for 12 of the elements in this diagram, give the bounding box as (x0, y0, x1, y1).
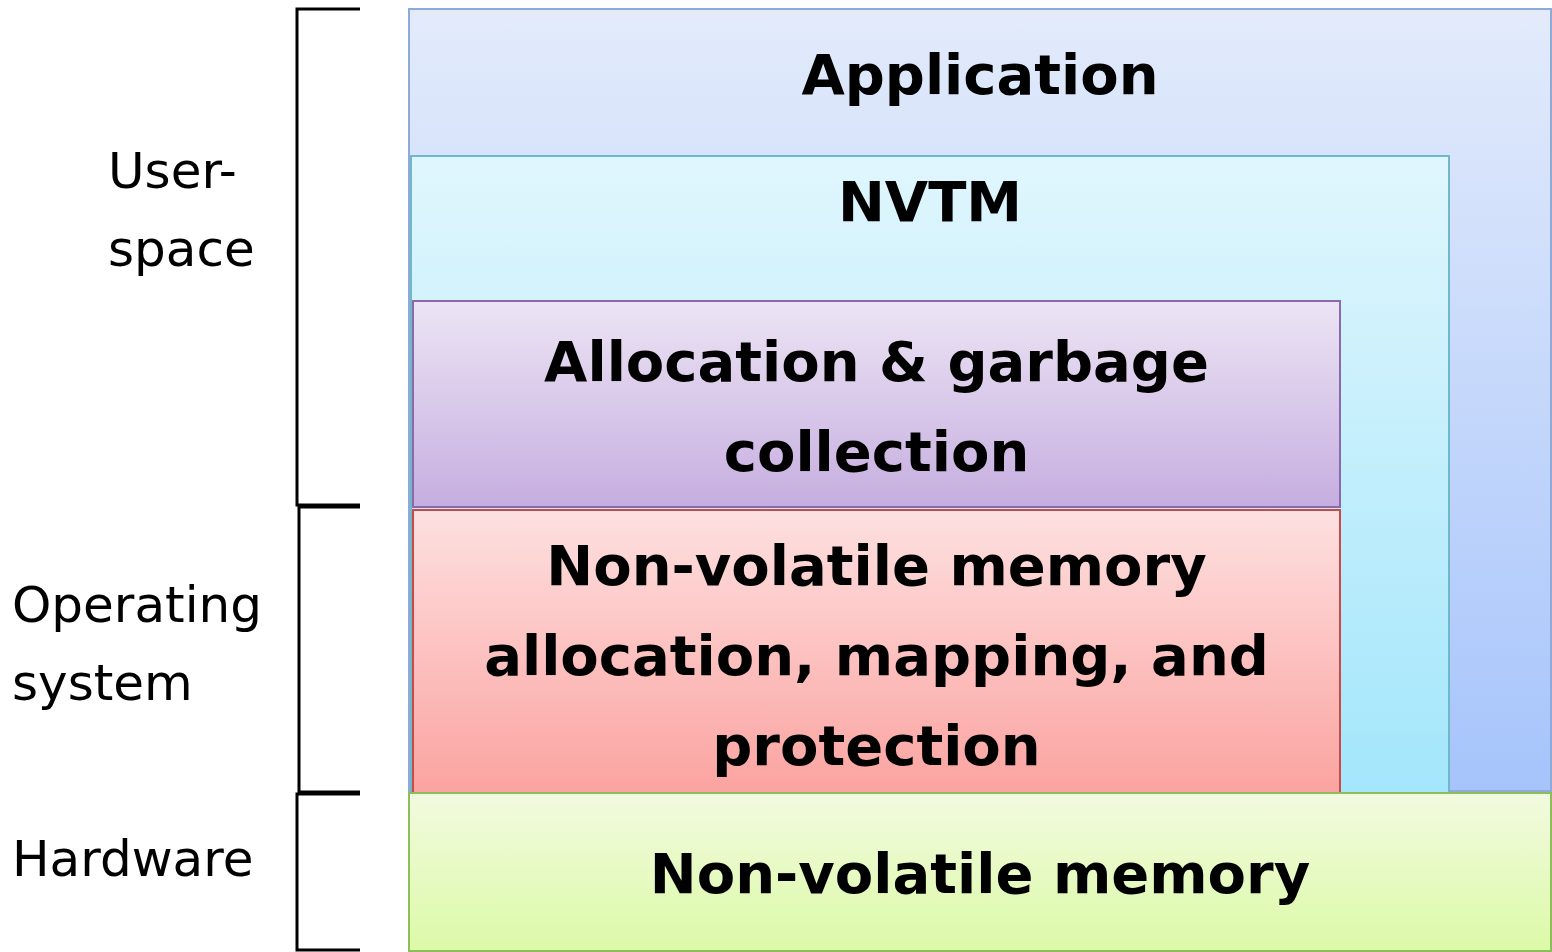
layer-label: Application (800, 41, 1160, 109)
layer-box (408, 8, 1552, 792)
level-label: User-space (108, 141, 256, 280)
layer-box (410, 155, 1450, 794)
layer-box (412, 300, 1341, 508)
layer-label: Non-volatile memory allocation, mapping, and protection (483, 532, 1270, 780)
level-label: Hardware (12, 829, 255, 890)
level-label: Operating system (12, 575, 263, 714)
layer-box (408, 792, 1552, 952)
layer-label: NVTM (836, 168, 1024, 236)
layer-label: Non-volatile memory (648, 840, 1312, 908)
layer-label: Allocation & garbage collection (543, 328, 1210, 486)
